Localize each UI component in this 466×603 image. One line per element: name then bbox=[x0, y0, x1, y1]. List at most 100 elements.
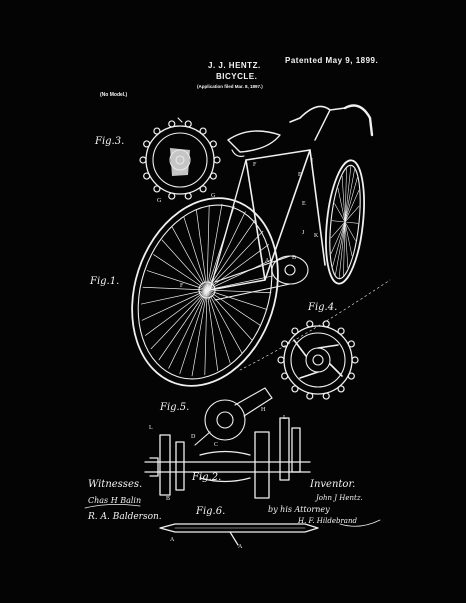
wheel-spoke bbox=[344, 221, 356, 241]
fig5-detail-drawing bbox=[194, 387, 273, 446]
inventor-signature: John J Hentz. bbox=[316, 494, 363, 502]
wheel-spoke bbox=[195, 209, 208, 291]
wheel-spoke bbox=[331, 220, 346, 223]
wheel-spoke bbox=[206, 289, 261, 326]
wheel-spoke bbox=[343, 221, 346, 276]
ref-letter-g-fig3: G bbox=[157, 198, 162, 204]
sprocket-tooth bbox=[143, 172, 151, 180]
ref-letter-a-bottom: A bbox=[238, 544, 243, 550]
sprocket-tooth bbox=[199, 185, 207, 193]
wheel-spoke bbox=[171, 226, 208, 291]
sprocket-tooth bbox=[281, 340, 289, 348]
wheel-spoke bbox=[206, 259, 273, 291]
sprocket-tooth bbox=[306, 392, 314, 400]
wheel-spoke bbox=[183, 216, 208, 291]
sprocket-tooth bbox=[184, 120, 192, 128]
fig6-label: Fig.6. bbox=[196, 506, 226, 517]
sprocket-tooth bbox=[291, 385, 299, 393]
wheel-spoke bbox=[206, 230, 264, 291]
wheel-spoke bbox=[141, 289, 208, 321]
ref-letter-a-axle: A bbox=[170, 537, 175, 543]
wheel-spoke bbox=[150, 289, 208, 350]
wheel-spoke bbox=[153, 254, 208, 291]
sprocket-tooth bbox=[143, 140, 151, 148]
wheel-spoke bbox=[335, 221, 346, 275]
sprocket-tooth bbox=[347, 340, 355, 348]
wheel-spoke bbox=[158, 289, 208, 361]
wheel-spoke bbox=[206, 289, 219, 371]
witness-1-signature: Chas H Balin bbox=[88, 496, 142, 505]
sprocket-tooth bbox=[322, 320, 330, 328]
fig3-sprocket-drawing bbox=[139, 117, 221, 200]
attorney-flourish bbox=[339, 519, 381, 527]
wheel-spoke bbox=[191, 289, 208, 377]
wheel-spoke bbox=[344, 205, 360, 223]
wheel-spoke bbox=[206, 219, 256, 291]
wheel-spoke bbox=[206, 203, 223, 291]
ref-letter-f-saddle: F bbox=[253, 162, 257, 168]
wheel-spoke bbox=[344, 166, 352, 223]
wheel-spoke bbox=[204, 289, 208, 376]
sprocket-tooth bbox=[153, 185, 161, 193]
fig6-axle-drawing bbox=[159, 523, 319, 546]
wheel-spoke bbox=[161, 239, 208, 291]
wheel-spoke bbox=[338, 221, 346, 278]
wheel-spoke bbox=[145, 289, 208, 336]
ref-letter-h: H bbox=[261, 407, 266, 413]
ref-letter-a: A bbox=[265, 258, 270, 264]
fig1-bicycle-drawing bbox=[131, 104, 391, 387]
wheel-spoke bbox=[332, 221, 346, 267]
sprocket-tooth bbox=[153, 127, 161, 135]
wheel-spoke bbox=[344, 168, 347, 223]
sprocket-tooth bbox=[209, 172, 217, 180]
wheel-spoke bbox=[140, 289, 208, 305]
fig2-hub-drawing bbox=[144, 417, 311, 499]
sprocket-tooth bbox=[277, 356, 285, 364]
wheel-spoke bbox=[344, 169, 355, 223]
wheel-spoke bbox=[337, 187, 346, 223]
wheel-spoke bbox=[206, 289, 243, 354]
ref-letter-e-fork: E bbox=[302, 201, 306, 207]
wheel-spoke bbox=[334, 203, 346, 223]
patented-date: Patented May 9, 1899. bbox=[285, 56, 379, 65]
wheel-spoke bbox=[206, 244, 269, 291]
wheel-spoke bbox=[344, 221, 349, 269]
wheel-spoke bbox=[330, 221, 346, 254]
wheel-spoke bbox=[206, 204, 210, 291]
sprocket-tooth bbox=[306, 320, 314, 328]
ref-letter-k: K bbox=[314, 233, 319, 239]
sprocket-tooth bbox=[281, 372, 289, 380]
sprocket-tooth bbox=[213, 156, 221, 164]
attorney-line: by his Attorney bbox=[268, 505, 330, 514]
sprocket-tooth bbox=[209, 140, 217, 148]
fig5-label: Fig.5. bbox=[160, 402, 190, 413]
sprocket-tooth bbox=[139, 156, 147, 164]
fig3-label: Fig.3. bbox=[95, 136, 125, 147]
wheel-spoke bbox=[344, 190, 360, 223]
sprocket-tooth bbox=[347, 372, 355, 380]
sprocket-tooth bbox=[337, 327, 345, 335]
sprocket-tooth bbox=[322, 392, 330, 400]
patent-title: BICYCLE. bbox=[216, 72, 258, 81]
wheel-spoke bbox=[146, 270, 208, 291]
wheel-spoke bbox=[168, 289, 208, 369]
sprocket-tooth bbox=[199, 127, 207, 135]
sprocket-tooth bbox=[168, 120, 176, 128]
wheel-spoke bbox=[344, 221, 359, 224]
fig4-label: Fig.4. bbox=[308, 302, 338, 313]
ref-letter-j: J bbox=[302, 230, 305, 236]
witnesses-label: Witnesses. bbox=[88, 479, 143, 490]
sprocket-tooth bbox=[291, 327, 299, 335]
wheel-spoke bbox=[179, 289, 208, 375]
wheel-spoke bbox=[206, 275, 274, 291]
sprocket-tooth bbox=[351, 356, 359, 364]
wheel-spoke bbox=[344, 177, 358, 223]
attorney-signature: H. F. Hildebrand bbox=[298, 517, 357, 525]
ref-letter-b-rear: B bbox=[292, 255, 297, 261]
wheel-spoke bbox=[206, 289, 253, 341]
sprocket-tooth bbox=[168, 192, 176, 200]
ref-letter-f-crank: F bbox=[180, 283, 184, 289]
sprocket-tooth bbox=[184, 192, 192, 200]
